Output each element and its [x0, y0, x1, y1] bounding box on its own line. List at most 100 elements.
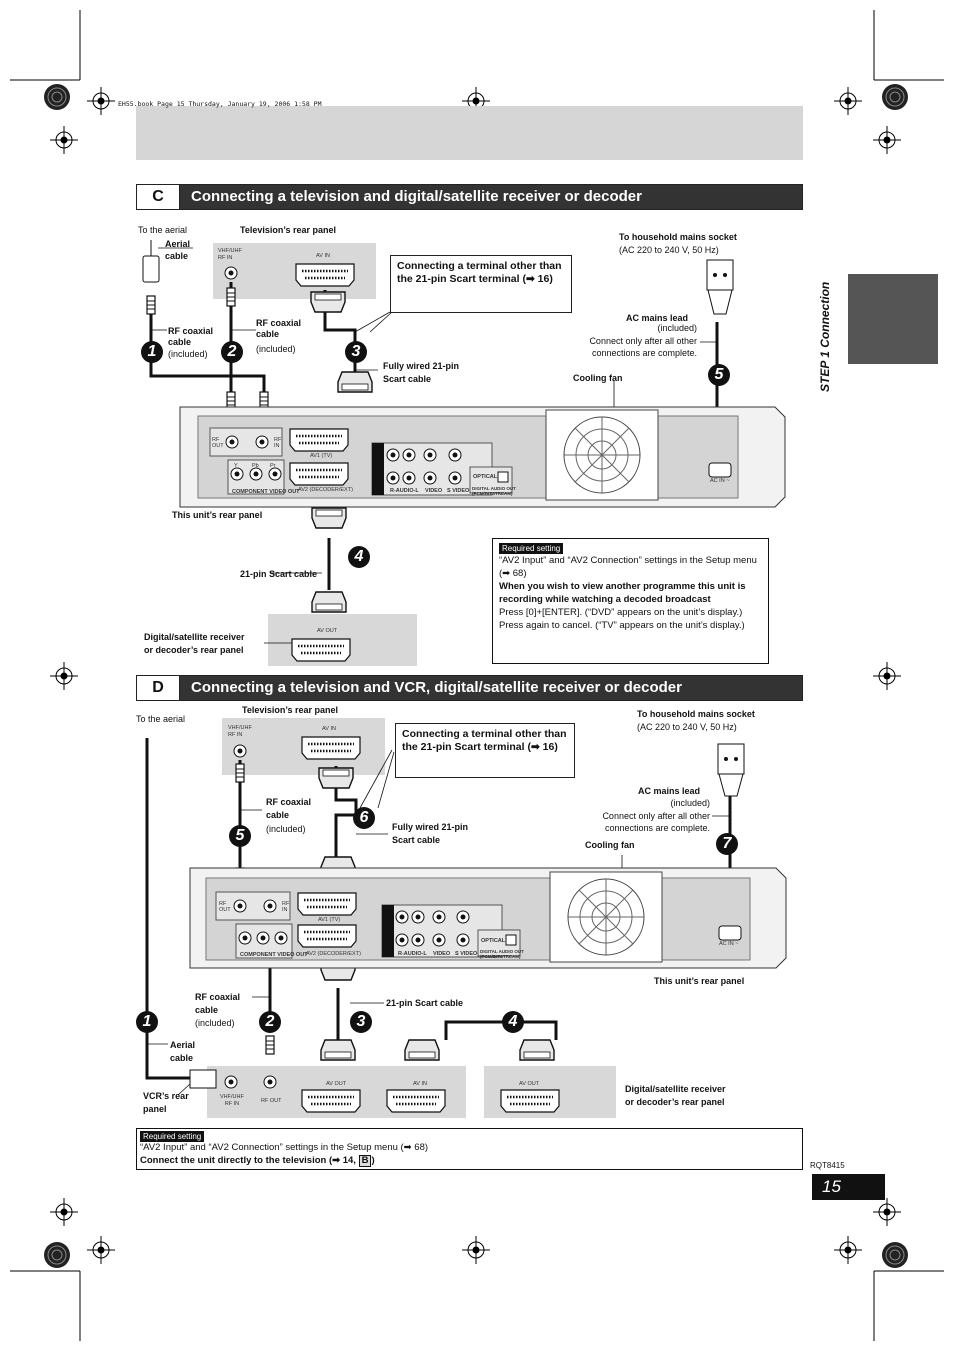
ac-note: (included) Connect only after all other …	[602, 798, 710, 833]
svideo-label-d: S VIDEO	[455, 951, 478, 957]
doc-code: RQT8415	[810, 1161, 845, 1170]
digital-audio-label-d: DIGITAL AUDIO OUT (PCM/BITSTREAM)	[480, 949, 524, 959]
step-badge-3: 3	[350, 1011, 372, 1033]
rf-in-label-d: RF IN	[282, 901, 290, 913]
fan-grille	[564, 417, 640, 493]
rf-coaxial-included-top: (included)	[266, 824, 306, 834]
step-label: STEP 1 Connection	[818, 281, 832, 392]
cooling-fan-label: Cooling fan	[585, 840, 635, 850]
section-title: Connecting a television and digital/sate…	[191, 188, 642, 205]
required-setting-text: “AV2 Input” and “AV2 Connection” setting…	[499, 554, 761, 632]
svideo-label: S VIDEO	[447, 488, 470, 494]
vhf-uhf-label: VHF/UHF RF IN	[228, 725, 252, 738]
digital-rear-label: Digital/satellite receiver or decoder’s …	[625, 1084, 726, 1107]
rf-out-label: RF OUT	[212, 437, 224, 449]
av-in-label: AV IN	[316, 253, 330, 259]
step-badge-4: 4	[502, 1011, 524, 1033]
req-body: Press [0]+[ENTER]. (“DVD” appears on the…	[499, 607, 745, 631]
audio-label-d: R-AUDIO-L	[398, 951, 427, 957]
side-tab	[848, 274, 938, 364]
required-setting-box-d: Required setting “AV2 Input” and “AV2 Co…	[136, 1128, 803, 1170]
av2-label-d: AV2 (DECODER/EXT)	[306, 951, 361, 957]
av-out-label: AV OUT	[317, 628, 338, 634]
step-badge-3: 3	[345, 341, 367, 363]
av2-label: AV2 (DECODER/EXT)	[298, 487, 353, 493]
step-badge-5: 5	[229, 825, 251, 847]
audio-label: R-AUDIO-L	[390, 488, 419, 494]
section-letter: C	[137, 185, 180, 209]
scart-cable-label: 21-pin Scart cable	[386, 998, 464, 1008]
rf-coaxial-label-1: RF coaxial cable	[168, 326, 214, 347]
step-badge-2: 2	[221, 341, 243, 363]
cooling-fan-label: Cooling fan	[573, 373, 623, 383]
req-line-1: “AV2 Input” and “AV2 Connection” setting…	[140, 1142, 429, 1153]
unit-rear-panel-c	[179, 406, 786, 508]
step-badge-7: 7	[716, 833, 738, 855]
step-badge-1: 1	[136, 1011, 158, 1033]
callout-other-terminal-c: Connecting a terminal other than the 21-…	[390, 255, 572, 313]
rf-coaxial-included-bottom: (included)	[195, 1018, 235, 1028]
unit-rear-panel-d	[189, 867, 787, 969]
key-b-badge: B	[358, 1155, 372, 1167]
digital-rear-label: Digital/satellite receiver or decoder’s …	[144, 632, 245, 655]
tv-panel-d-ports	[233, 735, 362, 761]
step-badge-5: 5	[708, 364, 730, 386]
rf-coaxial-included-2: (included)	[256, 344, 296, 354]
aerial-cable-label: Aerial cable	[165, 239, 191, 261]
required-setting-tag: Required setting	[499, 543, 564, 554]
comp-y-label: Y	[234, 463, 238, 469]
comp-pr-label: Pr	[270, 463, 276, 469]
video-label-d: VIDEO	[433, 951, 451, 957]
household-label: To household mains socket	[637, 709, 755, 719]
digital-audio-label: DIGITAL AUDIO OUT (PCM/BITSTREAM)	[472, 486, 516, 496]
component-label-d: COMPONENT VIDEO OUT	[240, 952, 308, 958]
comp-pb-label: Pb	[252, 463, 259, 469]
vhf-uhf-label: VHF/UHF RF IN	[218, 248, 242, 261]
optical-label-d: OPTICAL	[481, 938, 506, 944]
ac-mains-label: AC mains lead	[626, 313, 689, 323]
ac-in-label-d: AC IN ~	[719, 941, 739, 947]
video-label: VIDEO	[425, 488, 443, 494]
household-spec: (AC 220 to 240 V, 50 Hz)	[619, 245, 719, 255]
section-d-header: D Connecting a television and VCR, digit…	[136, 675, 803, 701]
callout-other-terminal-d: Connecting a terminal other than the 21-…	[395, 723, 575, 778]
optical-label: OPTICAL	[473, 474, 498, 480]
household-label: To household mains socket	[619, 232, 737, 242]
unit-rear-panel-label: This unit’s rear panel	[654, 976, 745, 986]
ac-in-label: AC IN ~	[710, 478, 730, 484]
unit-rear-panel-label: This unit’s rear panel	[172, 510, 263, 520]
av1-label: AV1 (TV)	[310, 453, 333, 459]
rf-coaxial-label-top: RF coaxial cable	[266, 797, 312, 820]
required-setting-box-c: Required setting “AV2 Input” and “AV2 Co…	[492, 538, 769, 664]
header-band	[136, 106, 803, 160]
req-bold: When you wish to view another programme …	[499, 581, 746, 605]
ac-note: (included) Connect only after all other …	[589, 323, 697, 358]
vcr-av-in-label: AV IN	[413, 1081, 427, 1087]
step-badge-1: 1	[141, 341, 163, 363]
component-label: COMPONENT VIDEO OUT	[232, 489, 300, 495]
step-badge-6: 6	[353, 807, 375, 829]
av-out-label-1: AV OUT	[326, 1081, 347, 1087]
vcr-vhf-label: VHF/UHF RF IN	[220, 1094, 244, 1107]
page-number: 15	[812, 1174, 885, 1200]
av1-label-d: AV1 (TV)	[318, 917, 341, 923]
file-line: EH55.book Page 15 Thursday, January 19, …	[118, 100, 322, 108]
step-badge-2: 2	[259, 1011, 281, 1033]
to-aerial-label: To the aerial	[136, 714, 186, 724]
tv-rear-panel-label: Television’s rear panel	[240, 225, 337, 235]
tv-panel-c-ports	[224, 262, 356, 288]
section-c-header: C Connecting a television and digital/sa…	[136, 184, 803, 210]
step-badge-4: 4	[348, 546, 370, 568]
aerial-cable-label: Aerial cable	[170, 1040, 196, 1063]
rf-out-label-d: RF OUT	[219, 901, 231, 913]
household-spec: (AC 220 to 240 V, 50 Hz)	[637, 722, 737, 732]
scart-cable-label: 21-pin Scart cable	[240, 569, 318, 579]
req-line-1: “AV2 Input” and “AV2 Connection” setting…	[499, 555, 757, 579]
av-out-label-2: AV OUT	[519, 1081, 540, 1087]
rf-coaxial-label-2: RF coaxial cable	[256, 318, 302, 339]
req-bold-line: Connect the unit directly to the televis…	[140, 1155, 375, 1167]
rf-in-label: RF IN	[274, 437, 282, 449]
to-aerial-label: To the aerial	[138, 225, 188, 235]
ac-mains-label: AC mains lead	[638, 786, 701, 796]
